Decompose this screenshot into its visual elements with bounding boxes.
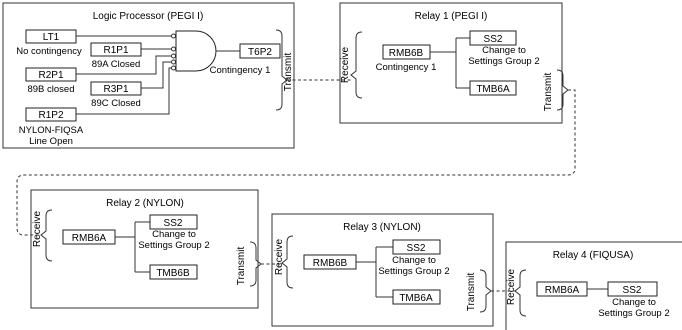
relay1-ss2-caption-line2: Settings Group 2	[468, 56, 539, 67]
invert-bubble-5	[171, 65, 176, 71]
relay1-ss2-box	[469, 30, 517, 46]
relay3-rmb-label: RMB6B	[313, 258, 348, 269]
relay1-receive-brace	[350, 31, 363, 99]
relay4-ss2-label: SS2	[623, 285, 642, 296]
relay3-wires	[356, 246, 393, 298]
invert-bubble-4	[171, 59, 176, 65]
logic-processor-title: Logic Processor (PEGI I)	[93, 11, 204, 22]
lt1-caption: No contingency	[16, 46, 82, 57]
r1p2-caption-line2: Line Open	[29, 136, 73, 147]
relay4-receive-label: Receive	[506, 269, 517, 306]
relay3-receive-label: Receive	[274, 239, 285, 276]
r2p1-caption: 89B closed	[27, 84, 74, 95]
relay2-ss2-caption-line1: Change to	[152, 229, 196, 240]
link-relay1-to-relay2	[16, 89, 576, 236]
r1p1-caption: 89A Closed	[92, 59, 141, 70]
relay1-transmit-label: Transmit	[543, 73, 554, 112]
relay2-frame	[30, 189, 259, 309]
relay2-tmb-label: TMB6B	[156, 268, 190, 279]
invert-bubble-1	[171, 33, 176, 39]
relay2-ss2-box	[149, 214, 198, 230]
relay3-transmit-label: Transmit	[466, 273, 477, 312]
relay1-ss2-label: SS2	[484, 34, 503, 45]
relay4-ss2-caption-line2: Settings Group 2	[598, 308, 669, 319]
relay1-rmb-label: RMB6B	[389, 48, 424, 59]
r1p2-caption-line1: NYLON-FIQSA	[19, 125, 84, 136]
logic-processor-panel: Logic Processor (PEGI I) LT1 No continge…	[2, 2, 295, 149]
relay2-transmit-label: Transmit	[236, 247, 247, 286]
relay3-tmb-label: TMB6A	[399, 293, 433, 304]
relay1-tmb-box	[469, 80, 517, 96]
relay2-receive-brace	[40, 209, 53, 262]
t6p2-box	[239, 43, 281, 59]
r3p1-caption: 89C Closed	[91, 98, 141, 109]
relay4-frame	[505, 241, 682, 330]
relay1-receive-label: Receive	[340, 47, 351, 84]
relay1-frame	[339, 2, 563, 124]
relay3-ss2-caption-line2: Settings Group 2	[378, 266, 449, 277]
relay4-title: Relay 4 (FIQUSA)	[553, 250, 634, 261]
and-gate-icon	[175, 30, 217, 72]
invert-bubble-2	[171, 46, 176, 52]
relay4-panel: Relay 4 (FIQUSA) Receive RMB6A SS2 Chang…	[505, 241, 682, 330]
invert-bubble-3	[171, 53, 176, 59]
relay4-rmb-label: RMB6A	[545, 285, 580, 296]
relay2-ss2-label: SS2	[164, 218, 183, 229]
relay4-ss2-box	[607, 281, 658, 297]
r2p1-label: R2P1	[38, 70, 63, 81]
relay1-rmb-caption: Contingency 1	[376, 62, 437, 73]
relay3-frame	[271, 213, 494, 327]
relay2-receive-label: Receive	[32, 211, 43, 248]
relay1-panel: Relay 1 (PEGI I) Receive RMB6B Contingen…	[339, 2, 569, 124]
wire-r2p1	[76, 55, 172, 75]
relay3-title: Relay 3 (NYLON)	[343, 222, 421, 233]
wire-r3p1	[141, 61, 172, 89]
lp-transmit-label: Transmit	[283, 53, 294, 92]
relay1-title: Relay 1 (PEGI I)	[415, 11, 488, 22]
r3p1-label: R3P1	[103, 84, 128, 95]
relay1-tmb-label: TMB6A	[476, 84, 510, 95]
relay2-title: Relay 2 (NYLON)	[106, 198, 184, 209]
relay3-receive-brace	[281, 235, 294, 289]
lt1-label: LT1	[43, 32, 60, 43]
relay2-ss2-caption-line2: Settings Group 2	[138, 240, 209, 251]
r1p1-label: R1P1	[103, 45, 128, 56]
relay3-ss2-caption-line1: Change to	[392, 255, 436, 266]
wire-r1p2	[76, 67, 172, 115]
relay2-wires	[115, 221, 150, 273]
relay3-ss2-box	[392, 239, 441, 255]
relay4-ss2-caption-line1: Change to	[612, 297, 656, 308]
relay2-panel: Relay 2 (NYLON) Receive RMB6A SS2 Change…	[30, 189, 262, 309]
relay3-panel: Relay 3 (NYLON) Receive RMB6B SS2 Change…	[271, 213, 494, 327]
relay2-rmb-label: RMB6A	[72, 233, 107, 244]
relay3-ss2-label: SS2	[407, 243, 426, 254]
t6p2-caption: Contingency 1	[210, 65, 271, 76]
r1p2-label: R1P2	[38, 110, 63, 121]
t6p2-label: T6P2	[248, 47, 272, 58]
relay1-wires	[430, 37, 470, 89]
relay2-tmb-box	[149, 264, 198, 280]
relay3-tmb-box	[392, 289, 441, 305]
relay1-ss2-caption-line1: Change to	[482, 45, 526, 56]
